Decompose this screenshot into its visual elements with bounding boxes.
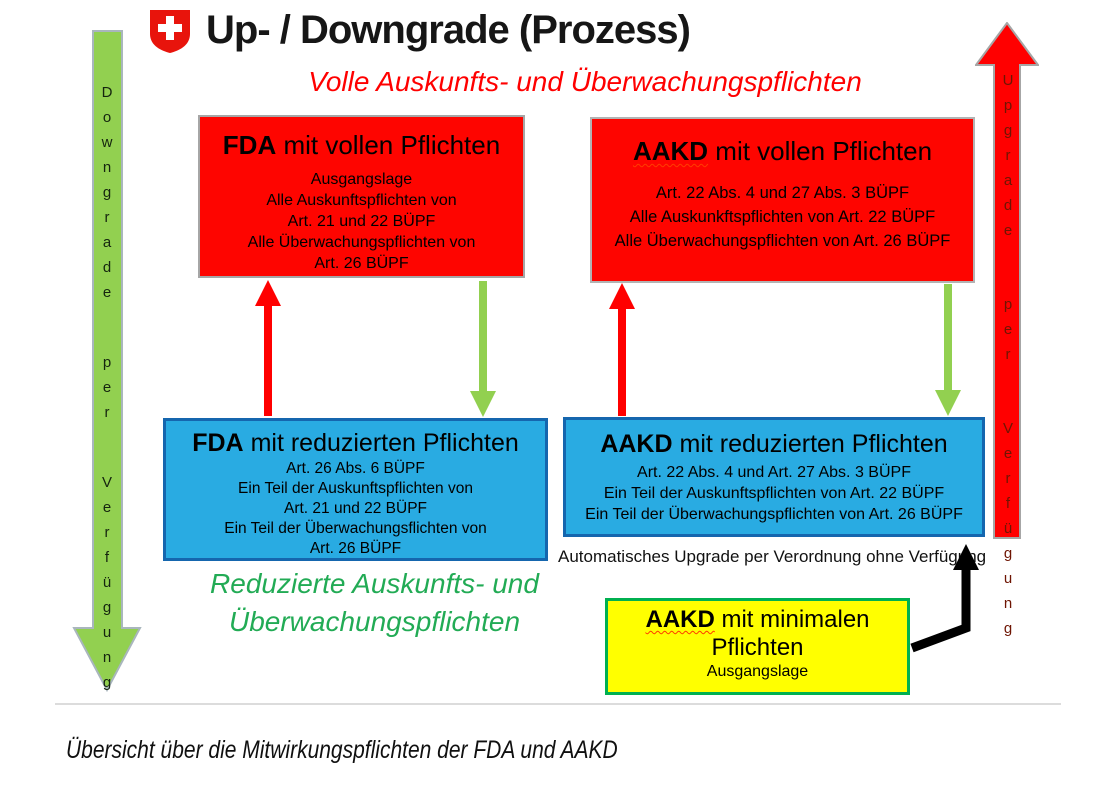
box-title-acronym: FDA — [222, 130, 277, 160]
box-title-acronym: AAKD — [600, 430, 673, 458]
box-line: Art. 21 und 22 BÜPF — [283, 500, 428, 517]
box-title: FDA mit reduzierten Pflichten — [166, 427, 545, 459]
swiss-coat-of-arms-icon — [148, 8, 192, 54]
upgrade-arrow-label: Upgrade per Verfügung — [999, 72, 1017, 645]
box-body: Art. 22 Abs. 4 und 27 Abs. 3 BÜPF Alle A… — [592, 181, 973, 253]
box-line: Art. 22 Abs. 4 und Art. 27 Abs. 3 BÜPF — [637, 464, 911, 481]
box-title: AAKD mit reduzierten Pflichten — [566, 428, 982, 460]
box-title-rest: mit minimalen Pflichten — [711, 606, 870, 661]
box-line: Art. 26 Abs. 6 BÜPF — [286, 460, 425, 477]
box-body: Ausgangslage — [608, 662, 907, 681]
box-title-rest: mit reduzierten Pflichten — [243, 429, 519, 457]
box-line: Ein Teil der Überwachungspflichten von A… — [585, 506, 963, 523]
box-body: Ausgangslage Alle Auskunftspflichten von… — [200, 169, 523, 274]
aakd-downgrade-arrow — [933, 284, 963, 421]
box-line: Alle Überwachungspflichten von Art. 26 B… — [614, 232, 951, 250]
box-title: FDA mit vollen Pflichten — [200, 130, 523, 160]
upgrade-arrow — [974, 21, 1040, 540]
fda-downgrade-arrow — [468, 281, 498, 422]
box-aakd-minimal-duties: AAKD mit minimalen Pflichten Ausgangslag… — [605, 598, 910, 695]
divider-line — [55, 703, 1061, 705]
box-line: Ein Teil der Auskunftspflichten von — [238, 480, 473, 497]
box-title-acronym: AAKD — [645, 606, 715, 633]
box-title-rest: mit reduzierten Pflichten — [672, 430, 948, 458]
box-title: AAKD mit vollen Pflichten — [592, 136, 973, 166]
box-line: Ausgangslage — [310, 171, 413, 188]
box-title-acronym: AAKD — [632, 136, 709, 166]
box-body: Art. 22 Abs. 4 und Art. 27 Abs. 3 BÜPF E… — [566, 462, 982, 525]
box-line: Alle Überwachungspflichten von — [247, 234, 476, 251]
box-line: Ausgangslage — [706, 663, 809, 680]
box-title-acronym: FDA — [192, 429, 244, 457]
subtitle-reduced-duties: Reduzierte Auskunfts- und Überwachungspf… — [210, 568, 539, 637]
box-line: Art. 26 BÜPF — [309, 540, 402, 557]
auto-upgrade-note: Automatisches Upgrade per Verordnung ohn… — [558, 547, 987, 566]
box-line: Ein Teil der Überwachungsflichten von — [224, 520, 487, 537]
box-line: Ein Teil der Auskunftspflichten von Art.… — [603, 485, 945, 502]
box-line: Art. 22 Abs. 4 und 27 Abs. 3 BÜPF — [655, 184, 910, 202]
box-fda-full-duties: FDA mit vollen Pflichten Ausgangslage Al… — [198, 115, 525, 278]
box-aakd-full-duties: AAKD mit vollen Pflichten Art. 22 Abs. 4… — [590, 117, 975, 283]
page-title: Up- / Downgrade (Prozess) — [206, 8, 691, 52]
box-line: Art. 21 und 22 BÜPF — [287, 213, 436, 230]
auto-upgrade-arrow — [905, 544, 983, 661]
box-line: Alle Auskunkftspflichten von Art. 22 BÜP… — [629, 208, 936, 226]
aakd-upgrade-arrow — [607, 283, 637, 421]
downgrade-arrow-label: Downgrade per Verfügung — [98, 84, 116, 699]
box-line: Alle Auskunftspflichten von — [266, 192, 457, 209]
downgrade-arrow — [62, 30, 152, 693]
box-line: Art. 26 BÜPF — [314, 255, 409, 272]
figure-caption: Übersicht über die Mitwirkungspflichten … — [66, 736, 618, 764]
subtitle-full-duties: Volle Auskunfts- und Überwachungspflicht… — [308, 66, 862, 97]
box-fda-reduced-duties: FDA mit reduzierten Pflichten Art. 26 Ab… — [163, 418, 548, 561]
fda-upgrade-arrow — [253, 280, 283, 421]
box-title: AAKD mit minimalen Pflichten — [608, 606, 907, 662]
box-title-rest: mit vollen Pflichten — [708, 136, 933, 166]
box-aakd-reduced-duties: AAKD mit reduzierten Pflichten Art. 22 A… — [563, 417, 985, 537]
box-title-rest: mit vollen Pflichten — [276, 130, 501, 160]
box-body: Art. 26 Abs. 6 BÜPF Ein Teil der Auskunf… — [166, 459, 545, 559]
